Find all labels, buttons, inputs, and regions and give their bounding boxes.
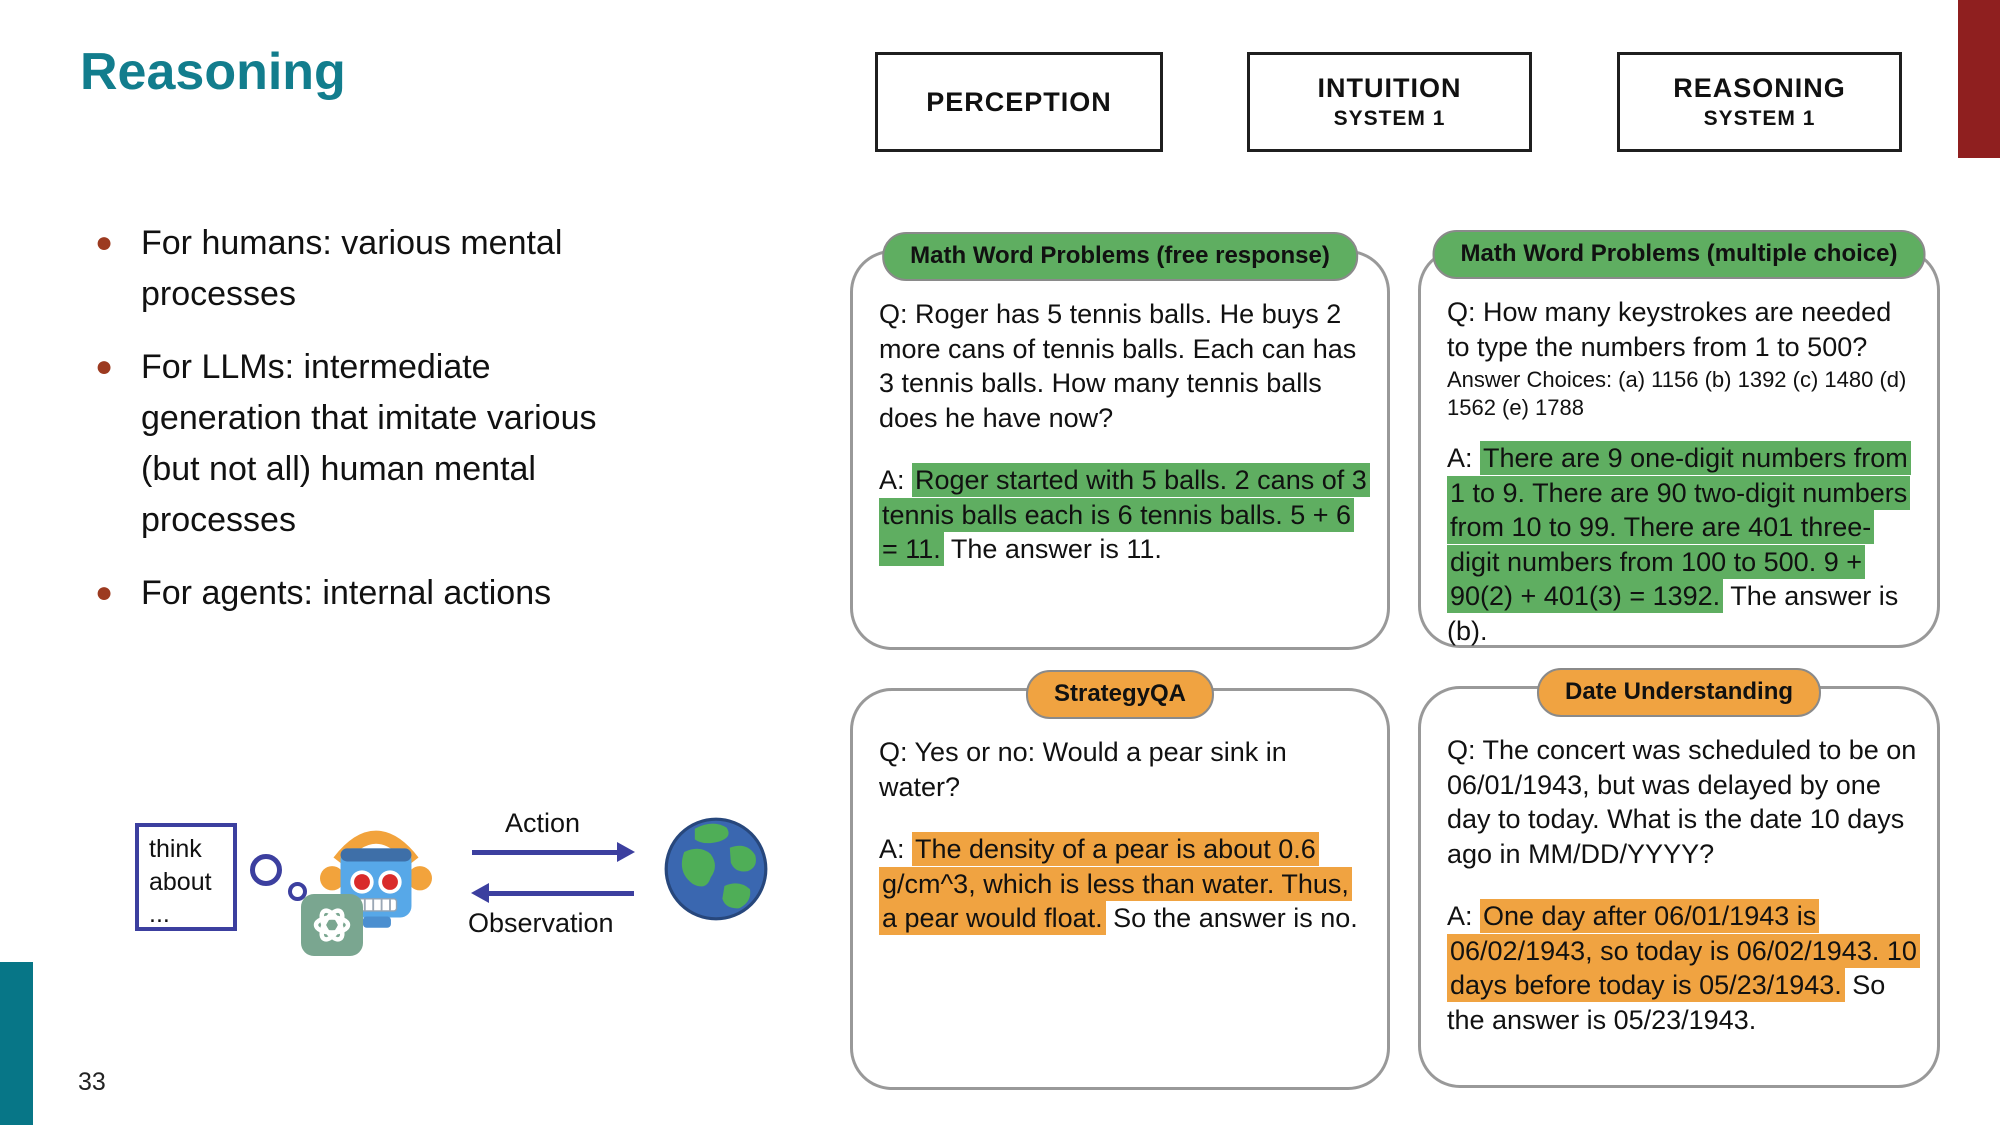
bullet-item: ● For LLMs: intermediate generation that… [95,342,615,546]
system-box-title: REASONING [1673,73,1846,103]
corner-bar-top-right [1958,0,2000,158]
bullet-marker: ● [95,226,114,259]
thought-bubbles-icon [288,882,307,901]
observation-arrow-icon [471,883,634,903]
page-title: Reasoning [80,43,346,101]
bullet-text: For agents: internal actions [141,574,552,612]
bullet-marker: ● [95,350,114,383]
card-answer: A: The density of a pear is about 0.6 g/… [879,832,1367,936]
card-header-badge: Math Word Problems (multiple choice) [1432,230,1926,279]
card-answer: A: Roger started with 5 balls. 2 cans of… [879,463,1370,567]
globe-icon [664,817,768,921]
openai-logo-icon [301,894,363,956]
action-arrow-icon [472,842,635,862]
answer-prefix: A: [1447,901,1481,932]
bullet-marker: ● [95,576,114,609]
answer-prefix: A: [879,465,913,496]
example-card-strategyqa: StrategyQA Q: Yes or no: Would a pear si… [850,670,1390,1090]
bullet-item: ● For agents: internal actions [95,568,615,619]
example-card-math-multiple-choice: Math Word Problems (multiple choice) Q: … [1418,230,1940,648]
card-question: Q: Yes or no: Would a pear sink in water… [879,737,1287,802]
thought-bubbles-icon [250,854,282,886]
system-box-reasoning: REASONING SYSTEM 1 [1617,52,1902,152]
answer-highlight: One day after 06/01/1943 is 06/02/1943, … [1447,899,1920,1003]
observation-label: Observation [468,908,614,938]
example-card-date-understanding: Date Understanding Q: The concert was sc… [1418,668,1940,1088]
bullet-text: For LLMs: intermediate generation that i… [141,348,597,539]
system-box-title: INTUITION [1317,73,1462,103]
bullet-text: For humans: various mental processes [141,224,563,313]
system-box-intuition: INTUITION SYSTEM 1 [1247,52,1532,152]
card-header-badge: Date Understanding [1536,668,1822,717]
answer-prefix: A: [1447,443,1481,474]
system-box-perception: PERCEPTION [875,52,1163,152]
bullet-list: ● For humans: various mental processes ●… [95,218,615,641]
card-header-badge: StrategyQA [1025,670,1215,719]
page-number: 33 [78,1068,106,1096]
corner-bar-bottom-left [0,962,33,1125]
system-box-title: PERCEPTION [926,86,1112,117]
answer-rest: The answer is 11. [943,534,1162,565]
think-about-box: think about ... [135,823,237,931]
card-question: Q: Roger has 5 tennis balls. He buys 2 m… [879,299,1357,433]
system-box-subtitle: SYSTEM 1 [1333,107,1446,130]
card-header-badge: Math Word Problems (free response) [882,232,1358,281]
card-answer: A: One day after 06/01/1943 is 06/02/194… [1447,899,1920,1037]
card-answer: A: There are 9 one-digit numbers from 1 … [1447,441,1917,648]
answer-prefix: A: [879,834,913,865]
system-box-subtitle: SYSTEM 1 [1703,107,1816,130]
card-answer-choices: Answer Choices: (a) 1156 (b) 1392 (c) 14… [1447,367,1907,420]
answer-rest: So the answer is no. [1105,903,1358,934]
answer-rest: The answer is (b). [1447,581,1899,646]
card-question: Q: How many keystrokes are needed to typ… [1447,297,1892,362]
example-card-math-free-response: Math Word Problems (free response) Q: Ro… [850,232,1390,650]
card-question: Q: The concert was scheduled to be on 06… [1447,735,1917,869]
bullet-item: ● For humans: various mental processes [95,218,615,320]
answer-rest: So the answer is 05/23/1943. [1447,970,1886,1035]
action-label: Action [505,808,581,838]
